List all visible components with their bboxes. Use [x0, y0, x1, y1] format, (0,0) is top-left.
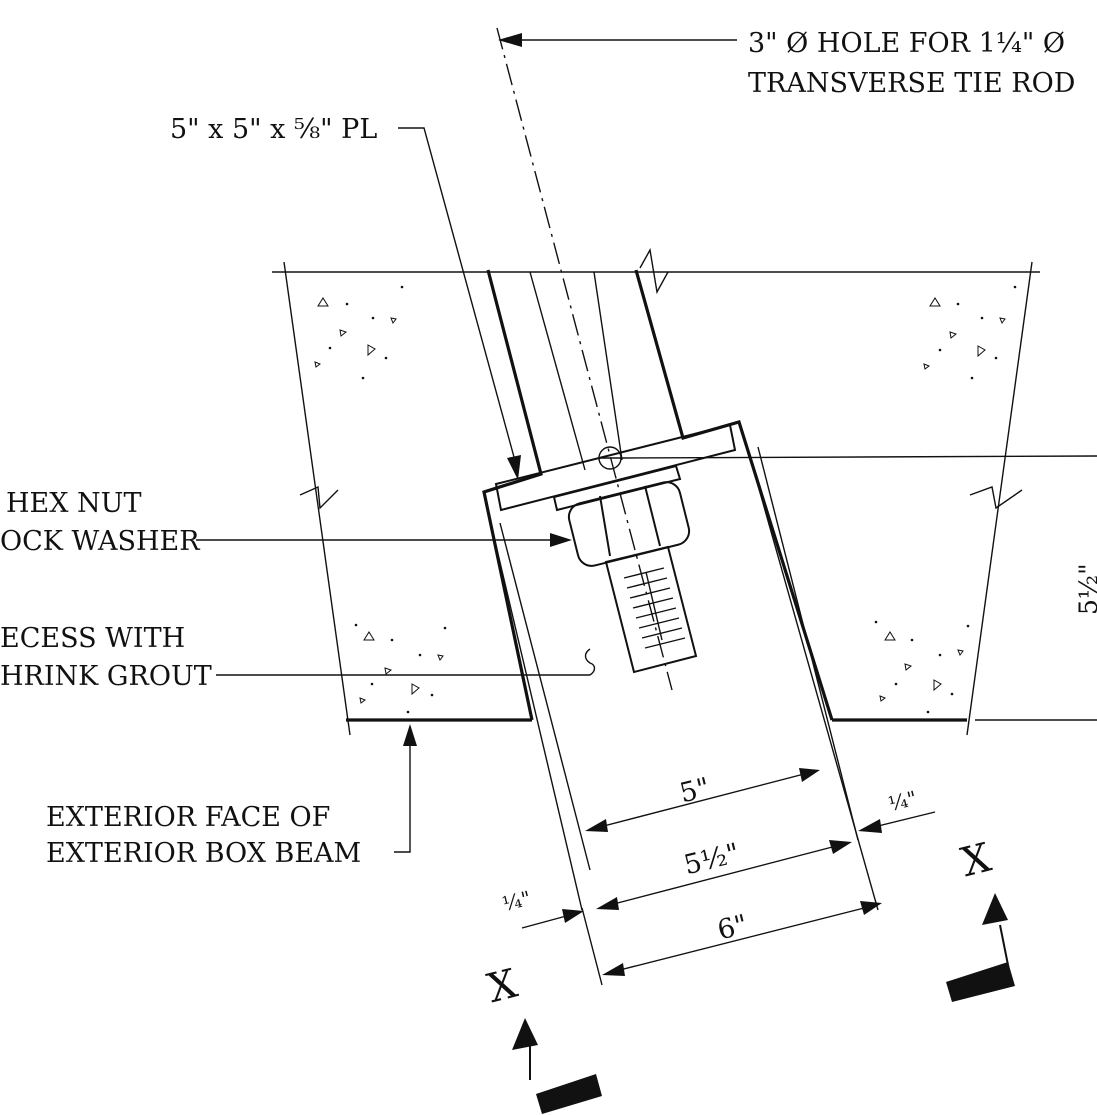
bearing-plate — [494, 423, 737, 512]
hole-symbol — [598, 446, 1097, 470]
section-marker-left — [512, 1018, 602, 1114]
leader-plate — [398, 127, 521, 480]
recess-outline — [482, 269, 879, 911]
label-exterior-face-line2: EXTERIOR BOX BEAM — [46, 838, 361, 869]
section-label-left: X — [483, 961, 522, 1013]
dimension-6 — [581, 901, 882, 986]
label-hole-line2: TRANSVERSE TIE ROD — [748, 68, 1075, 99]
dimension-label-vertical: 5½" — [1074, 563, 1097, 615]
label-nut-line2: OCK WASHER — [0, 526, 200, 557]
dimension-quarter-right — [858, 811, 936, 833]
dimension-5-5 — [596, 840, 852, 910]
label-exterior-face-line1: EXTERIOR FACE OF — [46, 802, 330, 833]
label-grout-line2: HRINK GROUT — [0, 661, 212, 692]
label-grout-line1: ECESS WITH — [0, 623, 185, 654]
dimension-quarter-left — [521, 909, 584, 929]
leader-exterior-face — [394, 724, 417, 853]
threaded-rod-end — [604, 545, 698, 674]
dimension-5 — [585, 768, 820, 832]
section-label-right: X — [957, 835, 996, 887]
leader-grout — [216, 648, 596, 676]
leader-hole — [498, 33, 737, 47]
label-plate: 5" x 5" x ⅝" PL — [170, 114, 377, 145]
section-marker-right — [946, 893, 1015, 1002]
label-nut-line1: HEX NUT — [6, 488, 141, 519]
concrete-aggregate-hatch — [314, 285, 1017, 714]
dimension-label-6: 6" — [714, 909, 750, 946]
leader-nut — [196, 533, 572, 547]
dimension-label-5-5: 5½" — [681, 838, 743, 882]
dimension-label-5: 5" — [677, 772, 713, 809]
tie-rod — [496, 27, 673, 691]
concrete-beam-outline — [272, 247, 1040, 736]
dimension-label-quarter-left: ¼" — [500, 886, 534, 916]
dimension-label-quarter-right: ¼" — [886, 786, 920, 816]
label-hole-line1: 3" Ø HOLE FOR 1¼" Ø — [748, 28, 1065, 59]
